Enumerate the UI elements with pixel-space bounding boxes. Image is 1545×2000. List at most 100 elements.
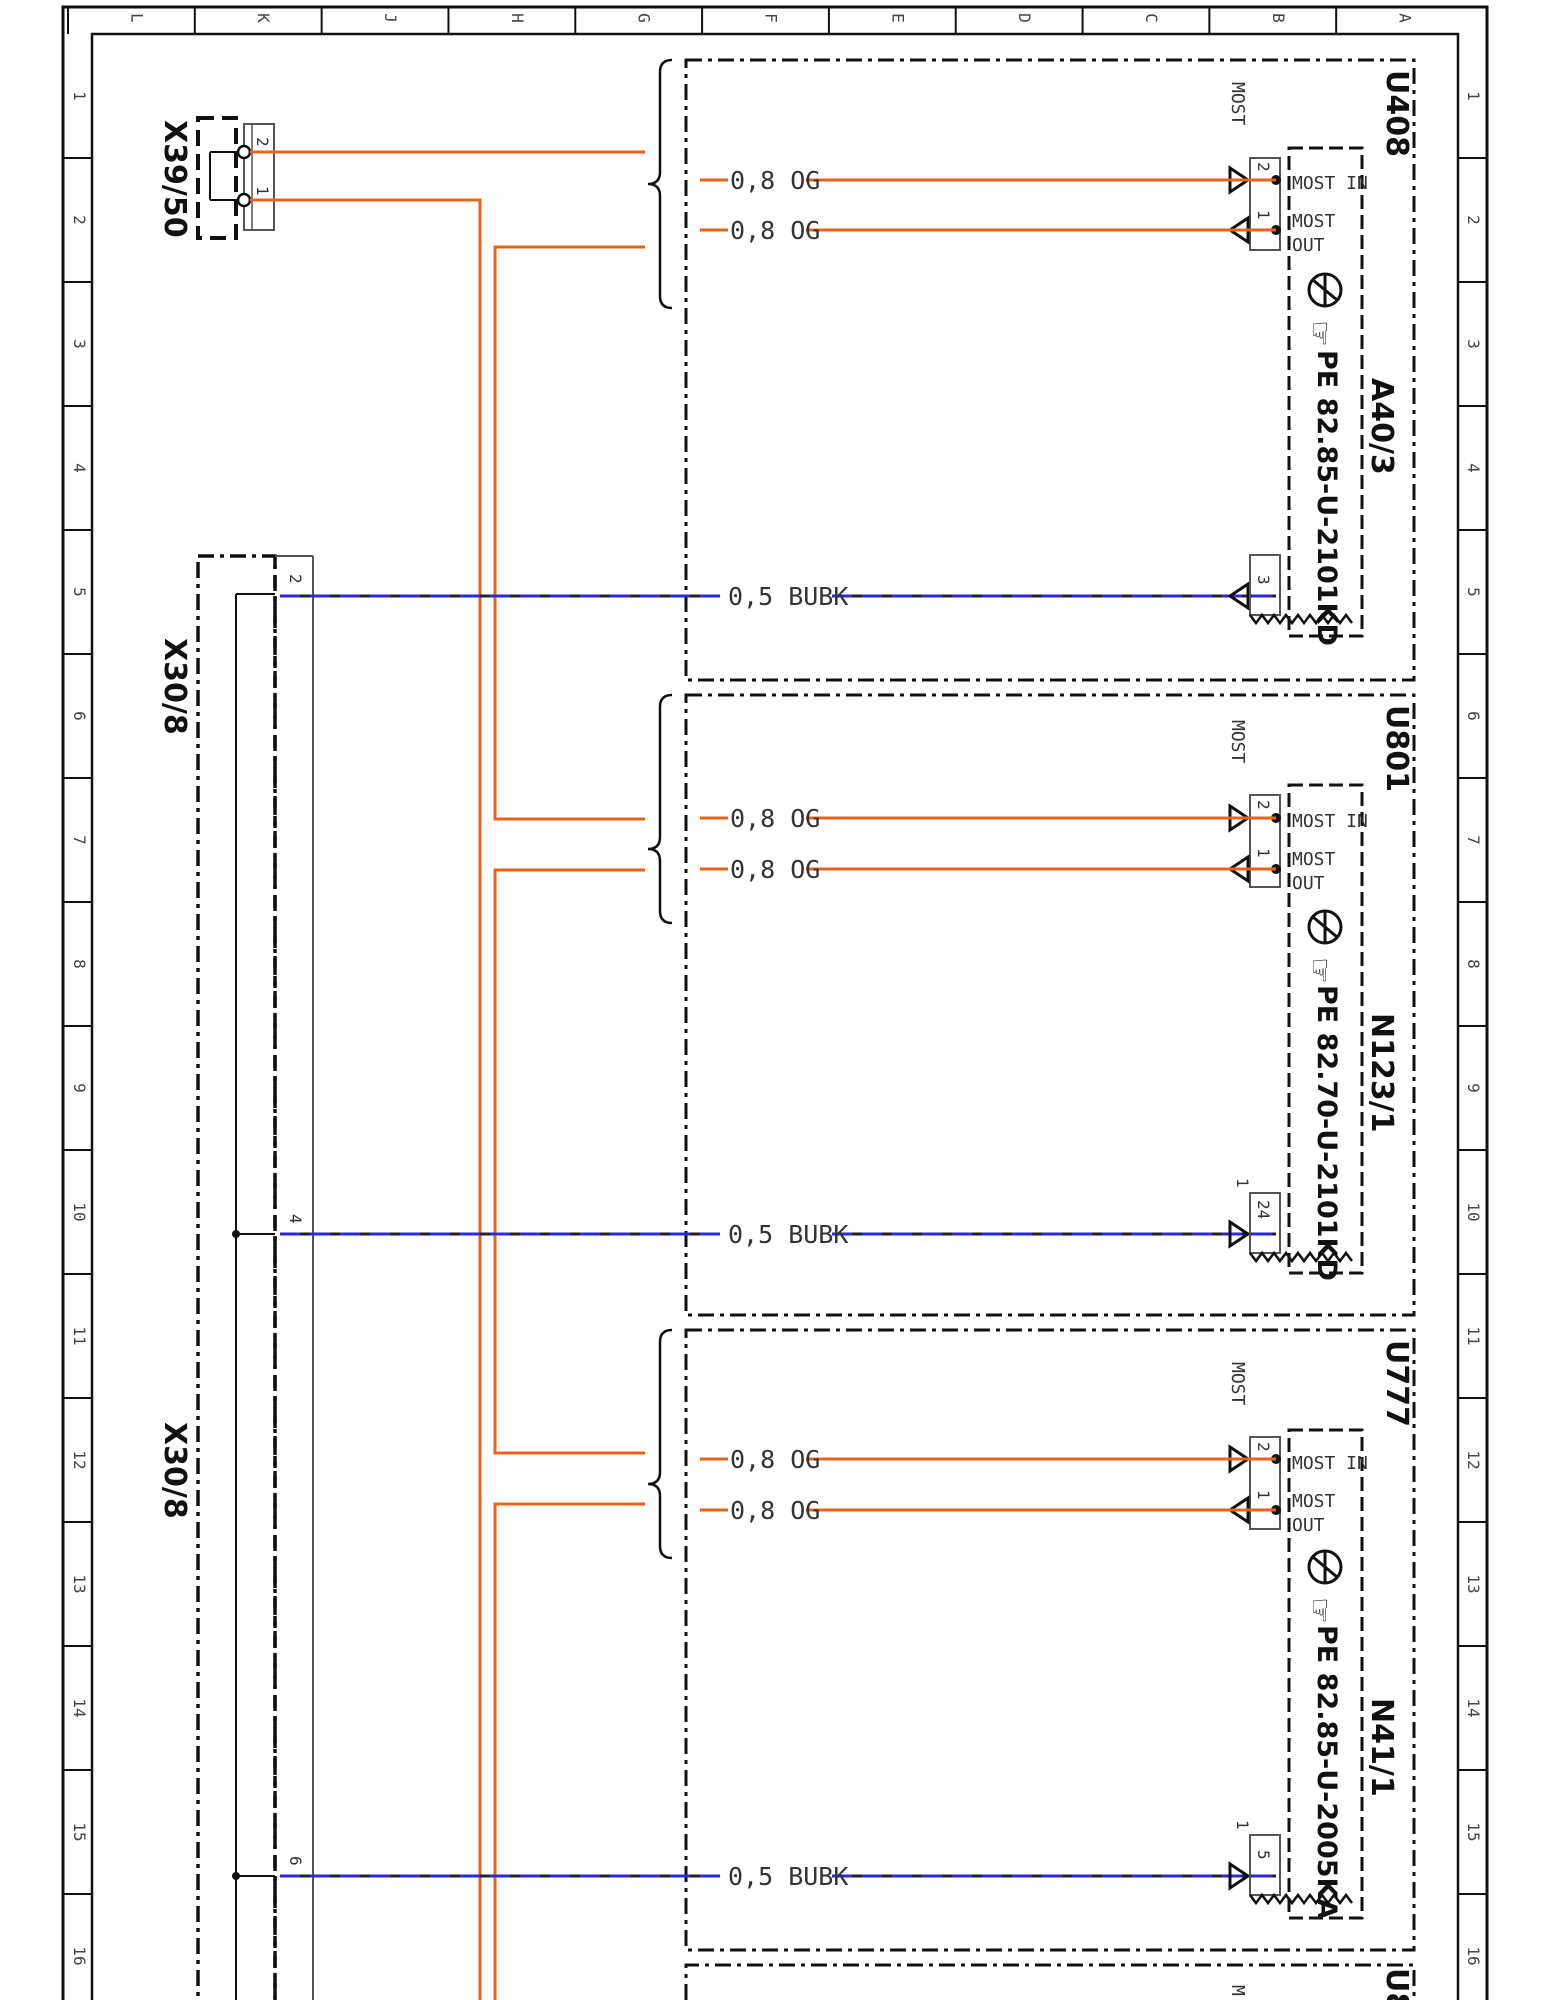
- module-u777-ground-pin: 5: [1254, 1850, 1273, 1860]
- transistor-icon: [1307, 909, 1343, 945]
- module-u408-ground-wire: 0,5 BUBK: [728, 582, 848, 611]
- row-label: 5: [1464, 587, 1483, 597]
- col-label: L: [127, 13, 146, 23]
- row-label: 14: [70, 1698, 89, 1717]
- module-u408-most-out-1: MOST: [1292, 211, 1336, 232]
- x30-8-pin-6: 6: [286, 1856, 305, 1866]
- module-u801-component: N123/1: [1364, 1013, 1399, 1133]
- module-u408-pin-out: 1: [1254, 210, 1273, 220]
- module-u777-group: U777: [1379, 1340, 1414, 1427]
- row-label: 11: [70, 1326, 89, 1345]
- module-u801-group: U801: [1379, 705, 1414, 792]
- col-label: G: [635, 13, 654, 23]
- row-label: 11: [1464, 1326, 1483, 1345]
- row-label: 1: [1464, 91, 1483, 101]
- module-u777-component: N41/1: [1364, 1698, 1399, 1797]
- row-label: 5: [70, 587, 89, 597]
- transistor-icon: [1307, 272, 1343, 308]
- module-u801-ground-wire: 0,5 BUBK: [728, 1220, 848, 1249]
- row-label: 2: [70, 215, 89, 225]
- connector-x30-8: X30/8 X30/8 2 4 6: [157, 554, 314, 2000]
- row-label: 6: [70, 711, 89, 721]
- row-label: 3: [70, 339, 89, 349]
- row-label: 9: [1464, 1083, 1483, 1093]
- module-u801-wire-in: 0,8 OG: [730, 804, 820, 833]
- col-label: K: [254, 13, 273, 23]
- module-u777-most-out-1: MOST: [1292, 1491, 1336, 1512]
- x30-8-pin-2: 2: [286, 574, 305, 584]
- col-label: C: [1142, 13, 1161, 23]
- row-label: 6: [1464, 711, 1483, 721]
- module-u801-ground-pin-prefix: 1: [1233, 1178, 1252, 1188]
- module-u408: U408 MOST MOST IN MOST OUT A40/3 PE 82.8…: [280, 58, 1416, 682]
- module-u408-most-in: MOST IN: [1292, 173, 1368, 194]
- module-u777-wire-out: 0,8 OG: [730, 1496, 820, 1525]
- x30-8-label-bottom: X30/8: [157, 1422, 192, 1519]
- row-label: 7: [70, 835, 89, 845]
- module-u408-code: PE 82.85-U-2101KD: [1311, 350, 1342, 646]
- module-u777-most-in: MOST IN: [1292, 1453, 1368, 1474]
- module-u777: U777 MOST MOST IN MOST OUT N41/1 PE 82.8…: [280, 1328, 1416, 1952]
- module-u801-most-out-2: OUT: [1292, 873, 1325, 894]
- module-partial-group: U8: [1379, 1968, 1414, 2000]
- module-u801-code: PE 82.70-U-2101KD: [1311, 985, 1342, 1281]
- row-label: 12: [1464, 1450, 1483, 1469]
- col-label: F: [762, 13, 781, 23]
- module-u801-most-in: MOST IN: [1292, 811, 1368, 832]
- module-u408-wire-in: 0,8 OG: [730, 166, 820, 195]
- row-label: 8: [1464, 959, 1483, 969]
- module-u408-group: U408: [1379, 70, 1414, 157]
- module-u801-pin-in: 2: [1254, 800, 1273, 810]
- module-partial-bus: M: [1227, 1985, 1248, 1996]
- col-label: J: [381, 13, 400, 23]
- x30-8-label-top: X30/8: [157, 638, 192, 735]
- module-u777-ground-wire: 0,5 BUBK: [728, 1862, 848, 1891]
- border-grid-ticks: [63, 7, 1487, 1895]
- hand-pointer-icon: ☞: [1302, 320, 1337, 347]
- col-label: H: [508, 13, 527, 23]
- row-label: 8: [70, 959, 89, 969]
- og-backbone-wires: [250, 150, 645, 2000]
- transistor-icon: [1307, 1549, 1343, 1585]
- row-label: 2: [1464, 215, 1483, 225]
- row-label: 7: [1464, 835, 1483, 845]
- col-label: A: [1396, 13, 1415, 23]
- module-u408-ground-pin: 3: [1254, 575, 1273, 585]
- connector-x39-50: 2 1 X39/50: [157, 116, 275, 240]
- module-u408-component: A40/3: [1364, 378, 1399, 475]
- row-label: 10: [70, 1202, 89, 1221]
- col-label: B: [1269, 13, 1288, 23]
- row-label: 3: [1464, 339, 1483, 349]
- module-u408-most-out-2: OUT: [1292, 235, 1325, 256]
- col-label: D: [1015, 13, 1034, 23]
- module-u801-wire-out: 0,8 OG: [730, 855, 820, 884]
- module-u777-wire-in: 0,8 OG: [730, 1445, 820, 1474]
- module-u777-ground-pin-prefix: 1: [1233, 1820, 1252, 1830]
- row-label: 4: [70, 463, 89, 473]
- module-u408-wire-out: 0,8 OG: [730, 216, 820, 245]
- row-label: 16: [70, 1946, 89, 1965]
- hand-pointer-icon: ☞: [1302, 957, 1337, 984]
- x39-pin-1: 1: [253, 186, 272, 196]
- module-u801: U801 MOST MOST IN MOST OUT N123/1 PE 82.…: [280, 693, 1416, 1317]
- row-label: 12: [70, 1450, 89, 1469]
- module-u777-code: PE 82.85-U-2005KA: [1311, 1625, 1342, 1919]
- module-u777-pin-in: 2: [1254, 1442, 1273, 1452]
- x39-pin-2: 2: [253, 137, 272, 147]
- row-label: 15: [70, 1822, 89, 1841]
- row-label: 14: [1464, 1698, 1483, 1717]
- x30-8-pin-4: 4: [286, 1214, 305, 1224]
- row-label: 9: [70, 1083, 89, 1093]
- module-u801-pin-out: 1: [1254, 848, 1273, 858]
- row-label: 4: [1464, 463, 1483, 473]
- row-label: 15: [1464, 1822, 1483, 1841]
- module-u408-bus: MOST: [1227, 82, 1248, 126]
- module-u801-ground-pin: 24: [1254, 1200, 1273, 1219]
- x39-50-label: X39/50: [157, 120, 192, 238]
- module-u777-bus: MOST: [1227, 1362, 1248, 1406]
- row-label: 16: [1464, 1946, 1483, 1965]
- module-partial-bottom: U8 M: [684, 1963, 1416, 2000]
- row-label: 13: [1464, 1574, 1483, 1593]
